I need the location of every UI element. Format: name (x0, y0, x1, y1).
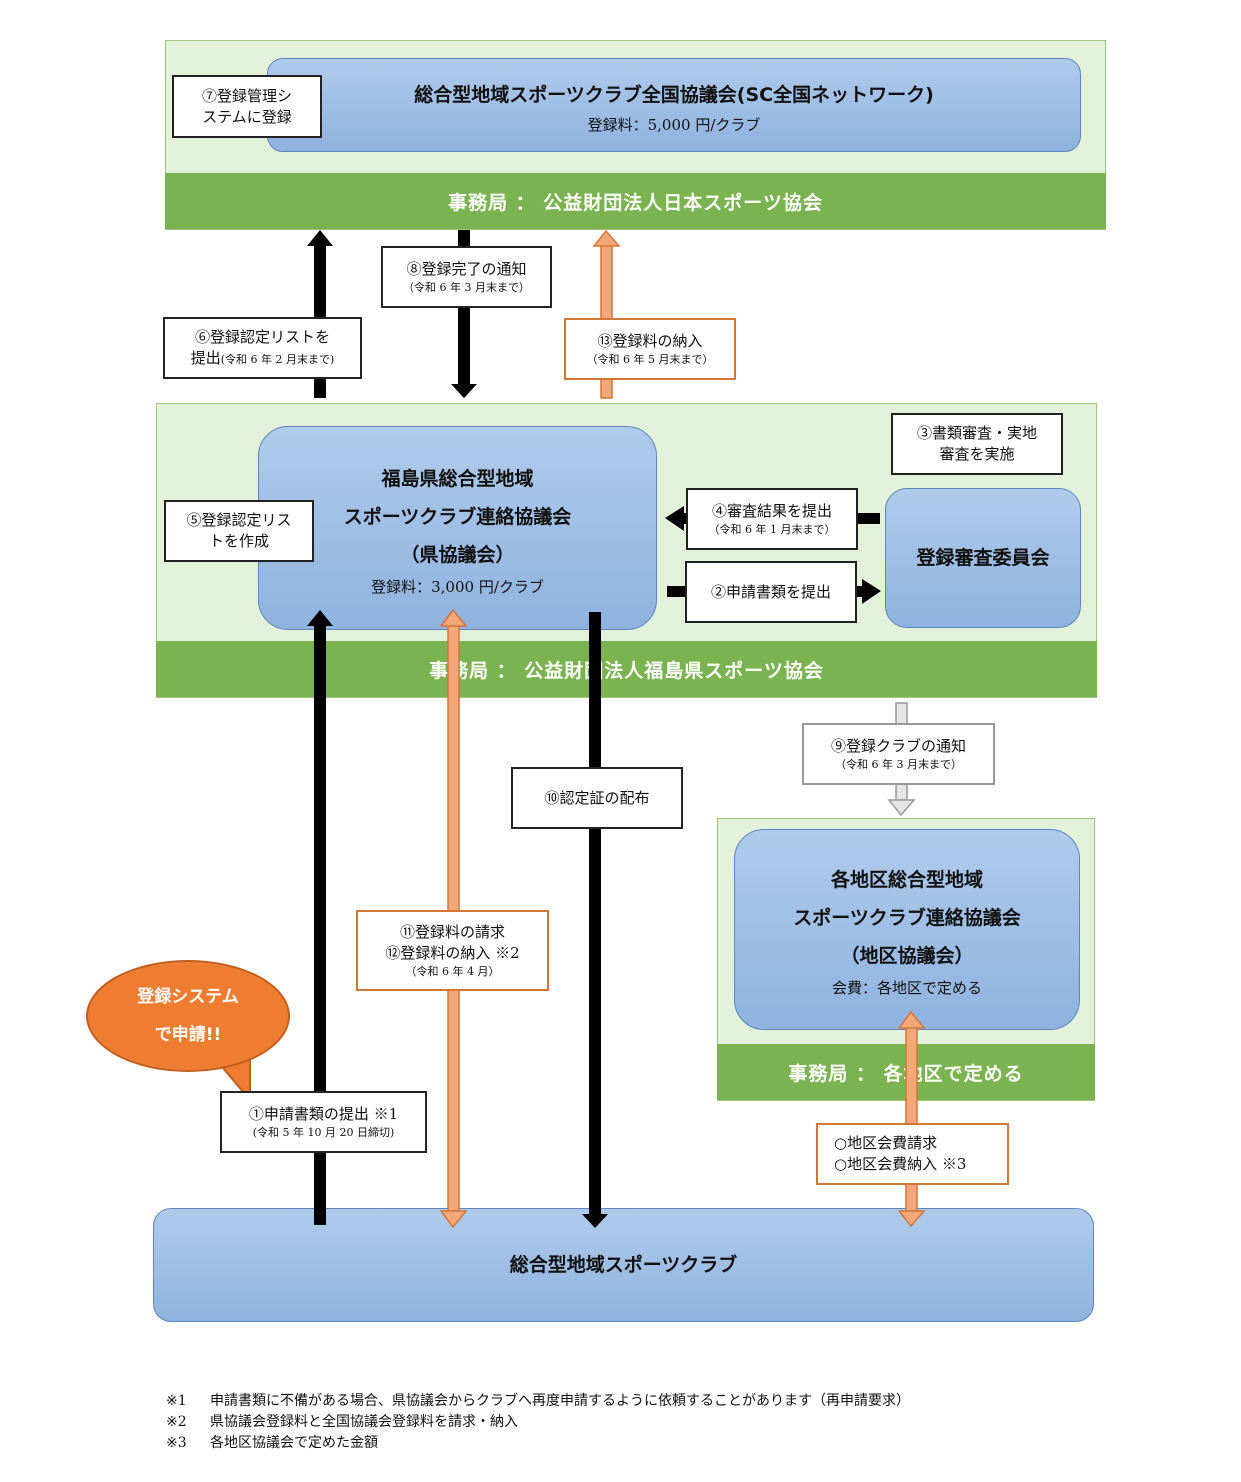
step11-12-sub: （令和 6 年 4 月） (405, 964, 500, 978)
register-system-bubble: 登録システム で申請!! (86, 960, 290, 1072)
step9-main: ⑨登録クラブの通知 (830, 736, 966, 755)
step5-box: ⑤登録認定リス トを作成 (164, 500, 314, 562)
step4-sub: （令和 6 年 1 月末まで） (708, 522, 836, 536)
step10-box: ⑩認定証の配布 (511, 767, 683, 829)
district-fee-line2: ○地区会費納入 ※3 (834, 1155, 967, 1173)
district-council-box: 各地区総合型地域 スポーツクラブ連絡協議会 （地区協議会） 会費：各地区で定める (734, 829, 1080, 1030)
national-secretariat-bar: 事務局 ： 公益財団法人日本スポーツ協会 (165, 173, 1106, 229)
step5-line2: トを作成 (208, 532, 269, 550)
club-box: 総合型地域スポーツクラブ (153, 1208, 1094, 1322)
step1-sub: (令和 5 年 10 月 20 日締切) (252, 1125, 395, 1139)
prefecture-title-line3: （県協議会） (400, 543, 515, 566)
footnote-2: ※2 県協議会登録料と全国協議会登録料を請求・納入 (166, 1412, 1226, 1433)
district-fee: 会費：各地区で定める (831, 979, 982, 997)
step7-line2: ステムに登録 (202, 107, 292, 126)
step3-line1: ③書類審査・実地 (916, 424, 1037, 442)
prefecture-title-line1: 福島県総合型地域 (381, 467, 534, 490)
committee-title: 登録審査委員会 (916, 547, 1050, 569)
arrow-district-fee-double (897, 1010, 926, 1228)
step1-main: ①申請書類の提出 ※1 (248, 1104, 399, 1123)
prefecture-secretariat-bar: 事務局 ： 公益財団法人福島県スポーツ協会 (156, 641, 1097, 697)
national-council-box: 総合型地域スポーツクラブ全国協議会(SC全国ネットワーク) 登録料：5,000 … (267, 58, 1081, 152)
step8-main: ⑧登録完了の通知 (406, 259, 527, 278)
district-fee-box: ○地区会費請求 ○地区会費納入 ※3 (816, 1123, 1009, 1185)
step9-sub: （令和 6 年 3 月末まで） (835, 757, 962, 771)
step6-sub: (令和 6 年 2 月末まで) (220, 353, 335, 366)
district-title-line3: （地区協議会） (840, 945, 974, 967)
national-council-title: 総合型地域スポーツクラブ全国協議会(SC全国ネットワーク) (414, 83, 934, 106)
footnote-1-key: ※1 (166, 1393, 187, 1409)
step13-main: ⑬登録料の納入 (597, 331, 703, 350)
bubble-line1: 登録システム (137, 987, 239, 1007)
footnote-3-text: 各地区協議会で定めた金額 (210, 1435, 378, 1451)
district-fee-line1: ○地区会費請求 (834, 1134, 938, 1152)
bubble-line2: で申請!! (154, 1025, 222, 1045)
step8-sub: （令和 6 年 3 月末まで） (403, 280, 530, 294)
step5-line1: ⑤登録認定リス (186, 511, 292, 529)
club-title: 総合型地域スポーツクラブ (509, 1254, 738, 1276)
footnote-3-key: ※3 (166, 1435, 187, 1451)
step12-line: ⑫登録料の納入 ※2 (385, 943, 520, 962)
step6-line2: 提出 (190, 349, 221, 367)
prefecture-council-box: 福島県総合型地域 スポーツクラブ連絡協議会 （県協議会） 登録料：3,000 円… (258, 426, 657, 630)
step1-box: ①申請書類の提出 ※1 (令和 5 年 10 月 20 日締切) (220, 1091, 427, 1153)
national-fee: 登録料：5,000 円/クラブ (587, 115, 761, 134)
step7-box: ⑦登録管理シ ステムに登録 (172, 75, 322, 138)
step4-main: ④審査結果を提出 (711, 501, 832, 520)
footnote-3: ※3 各地区協議会で定めた金額 (166, 1433, 1226, 1454)
step13-sub: （令和 6 年 5 月末まで） (586, 352, 714, 366)
step2-main: ②申請書類を提出 (710, 582, 831, 601)
step10-main: ⑩認定証の配布 (544, 788, 650, 807)
footnotes: ※1 申請書類に不備がある場合、県協議会からクラブへ再度申請するように依頼すること… (166, 1391, 1226, 1454)
district-title-line1: 各地区総合型地域 (830, 869, 983, 891)
step13-box: ⑬登録料の納入 （令和 6 年 5 月末まで） (564, 318, 736, 380)
arrow-step1-up (307, 610, 333, 1225)
committee-box: 登録審査委員会 (885, 488, 1081, 628)
step7-line1: ⑦登録管理シ (201, 86, 292, 105)
step4-box: ④審査結果を提出 （令和 6 年 1 月末まで） (686, 488, 858, 550)
step11-line: ⑪登録料の請求 (399, 922, 505, 941)
arrow-step10-down (582, 612, 608, 1228)
footnote-2-text: 県協議会登録料と全国協議会登録料を請求・納入 (210, 1414, 518, 1430)
footnote-1: ※1 申請書類に不備がある場合、県協議会からクラブへ再度申請するように依頼すること… (166, 1391, 1226, 1412)
step3-box: ③書類審査・実地 審査を実施 (891, 413, 1063, 475)
prefecture-title-line2: スポーツクラブ連絡協議会 (343, 505, 572, 528)
step11-12-box: ⑪登録料の請求 ⑫登録料の納入 ※2 （令和 6 年 4 月） (356, 910, 549, 991)
step6-line1: ⑥登録認定リストを (194, 328, 330, 346)
step2-box: ②申請書類を提出 (685, 561, 857, 623)
step8-box: ⑧登録完了の通知 （令和 6 年 3 月末まで） (381, 246, 552, 308)
step9-box: ⑨登録クラブの通知 （令和 6 年 3 月末まで） (802, 723, 995, 785)
step6-box: ⑥登録認定リストを 提出(令和 6 年 2 月末まで) (163, 317, 362, 379)
district-title-line2: スポーツクラブ連絡協議会 (793, 907, 1021, 929)
prefecture-fee: 登録料：3,000 円/クラブ (371, 577, 544, 596)
step3-line2: 審査を実施 (939, 445, 1015, 463)
footnote-2-key: ※2 (166, 1414, 187, 1430)
footnote-1-text: 申請書類に不備がある場合、県協議会からクラブへ再度申請するように依頼することがあ… (210, 1393, 910, 1409)
